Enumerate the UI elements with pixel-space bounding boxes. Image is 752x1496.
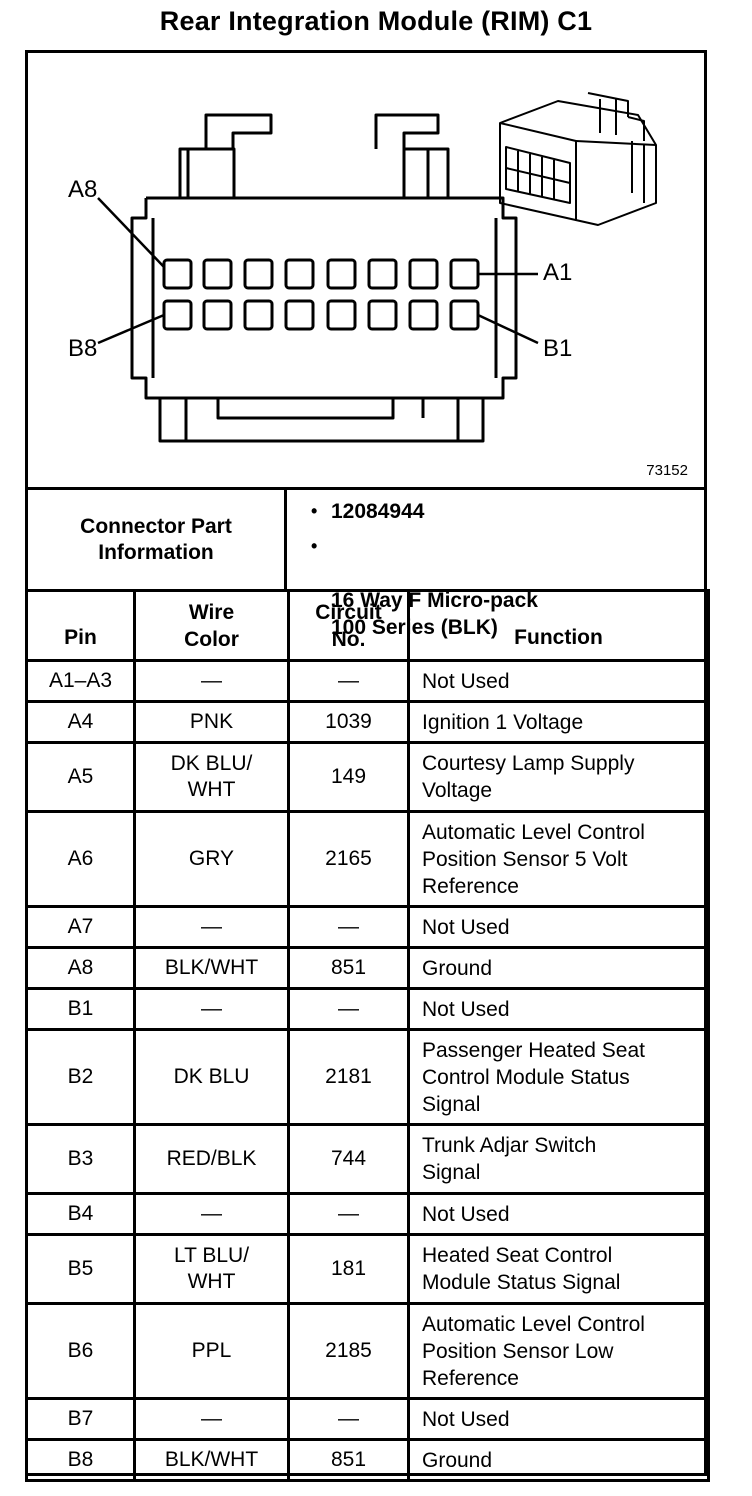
cell-color: GRY — [133, 810, 290, 908]
cell-circuit: — — [287, 905, 410, 949]
cell-color: DK BLU/ WHT — [133, 741, 290, 813]
connector-info-list: • 12084944 • 16 Way F Micro-pack 100 Ser… — [287, 490, 704, 639]
table-row: B8 BLK/WHT 851 Ground — [25, 1438, 710, 1482]
cell-function: Automatic Level Control Position Sensor … — [407, 1302, 710, 1400]
connector-3d-thumbnail — [499, 92, 657, 226]
cell-function: Not Used — [407, 905, 710, 949]
cell-color: — — [133, 659, 290, 703]
cell-pin: B5 — [25, 1233, 136, 1305]
cell-function: Automatic Level Control Position Sensor … — [407, 810, 710, 908]
table-row: B6 PPL 2185 Automatic Level Control Posi… — [25, 1302, 710, 1400]
cell-color: — — [133, 905, 290, 949]
table-row: A4 PNK 1039 Ignition 1 Voltage — [25, 700, 710, 744]
label-b1: B1 — [543, 335, 573, 362]
connector-part-info: Connector Part Information • 12084944 • … — [28, 487, 704, 639]
label-a8: A8 — [68, 176, 98, 203]
connector-info-item: • 12084944 — [311, 498, 425, 525]
cell-function: Not Used — [407, 987, 710, 1031]
table-row: B7 — — Not Used — [25, 1397, 710, 1441]
header-function: Function — [407, 589, 710, 662]
table-row: A6 GRY 2165 Automatic Level Control Posi… — [25, 810, 710, 908]
cell-function: Trunk Adjar Switch Signal — [407, 1123, 710, 1195]
cell-circuit: 851 — [287, 946, 410, 990]
table-row: A8 BLK/WHT 851 Ground — [25, 946, 710, 990]
bullet-icon: • — [311, 501, 318, 521]
cell-circuit: 1039 — [287, 700, 410, 744]
cell-circuit: — — [287, 987, 410, 1031]
table-row: B3 RED/BLK 744 Trunk Adjar Switch Signal — [25, 1123, 710, 1195]
header-pin: Pin — [25, 589, 136, 662]
cell-function: Ground — [407, 946, 710, 990]
page-title: Rear Integration Module (RIM) C1 — [159, 6, 593, 36]
label-b8: B8 — [68, 335, 98, 362]
bullet-icon: • — [311, 536, 318, 556]
table-row: B1 — — Not Used — [25, 987, 710, 1031]
table-row: A7 — — Not Used — [25, 905, 710, 949]
table-row: B5 LT BLU/ WHT 181 Heated Seat Control M… — [25, 1233, 710, 1305]
table-row: B2 DK BLU 2181 Passenger Heated Seat Con… — [25, 1028, 710, 1126]
cell-pin: B6 — [25, 1302, 136, 1400]
cell-pin: B2 — [25, 1028, 136, 1126]
cavity-row-b — [162, 299, 480, 331]
cell-pin: B8 — [25, 1438, 136, 1482]
cell-circuit: 181 — [287, 1233, 410, 1305]
table-header-row: Pin Wire Color Circuit No. Function — [25, 589, 710, 662]
cell-color: BLK/WHT — [133, 1438, 290, 1482]
cell-pin: A5 — [25, 741, 136, 813]
table-row: A1–A3 — — Not Used — [25, 659, 710, 703]
cell-color: BLK/WHT — [133, 946, 290, 990]
cell-function: Heated Seat Control Module Status Signal — [407, 1233, 710, 1305]
cell-pin: A1–A3 — [25, 659, 136, 703]
cell-circuit: 149 — [287, 741, 410, 813]
cell-circuit: — — [287, 659, 410, 703]
cell-pin: A8 — [25, 946, 136, 990]
cell-pin: B1 — [25, 987, 136, 1031]
cell-circuit: 2165 — [287, 810, 410, 908]
cell-circuit: 2185 — [287, 1302, 410, 1400]
cell-circuit: 2181 — [287, 1028, 410, 1126]
label-a1: A1 — [543, 259, 573, 286]
cell-circuit: — — [287, 1192, 410, 1236]
cell-pin: A7 — [25, 905, 136, 949]
cell-color: LT BLU/ WHT — [133, 1233, 290, 1305]
connector-info-heading: Connector Part Information — [28, 490, 287, 589]
part-number: 12084944 — [331, 500, 425, 523]
cell-color: DK BLU — [133, 1028, 290, 1126]
cell-function: Not Used — [407, 1397, 710, 1441]
cell-circuit: 744 — [287, 1123, 410, 1195]
cell-function: Not Used — [407, 1192, 710, 1236]
cell-pin: B3 — [25, 1123, 136, 1195]
cell-pin: A6 — [25, 810, 136, 908]
cell-color: PNK — [133, 700, 290, 744]
cell-function: Courtesy Lamp Supply Voltage — [407, 741, 710, 813]
figure-number: 73152 — [646, 462, 688, 479]
cell-pin: B7 — [25, 1397, 136, 1441]
cell-function: Not Used — [407, 659, 710, 703]
table-row: B4 — — Not Used — [25, 1192, 710, 1236]
header-circuit: Circuit No. — [287, 589, 410, 662]
cell-pin: B4 — [25, 1192, 136, 1236]
cell-color: — — [133, 1192, 290, 1236]
cell-color: — — [133, 987, 290, 1031]
cell-pin: A4 — [25, 700, 136, 744]
table-row: A5 DK BLU/ WHT 149 Courtesy Lamp Supply … — [25, 741, 710, 813]
cell-color: — — [133, 1397, 290, 1441]
cell-circuit: — — [287, 1397, 410, 1441]
connector-diagram: A8 A1 B8 B1 73152 — [28, 53, 704, 487]
pin-table: Pin Wire Color Circuit No. Function A1–A… — [25, 589, 710, 1482]
cell-color: RED/BLK — [133, 1123, 290, 1195]
cell-color: PPL — [133, 1302, 290, 1400]
cell-function: Ignition 1 Voltage — [407, 700, 710, 744]
cell-circuit: 851 — [287, 1438, 410, 1482]
cell-function: Ground — [407, 1438, 710, 1482]
connector-face-drawing — [97, 92, 657, 443]
header-wire-color: Wire Color — [133, 589, 290, 662]
cell-function: Passenger Heated Seat Control Module Sta… — [407, 1028, 710, 1126]
cavity-row-a — [162, 258, 480, 290]
